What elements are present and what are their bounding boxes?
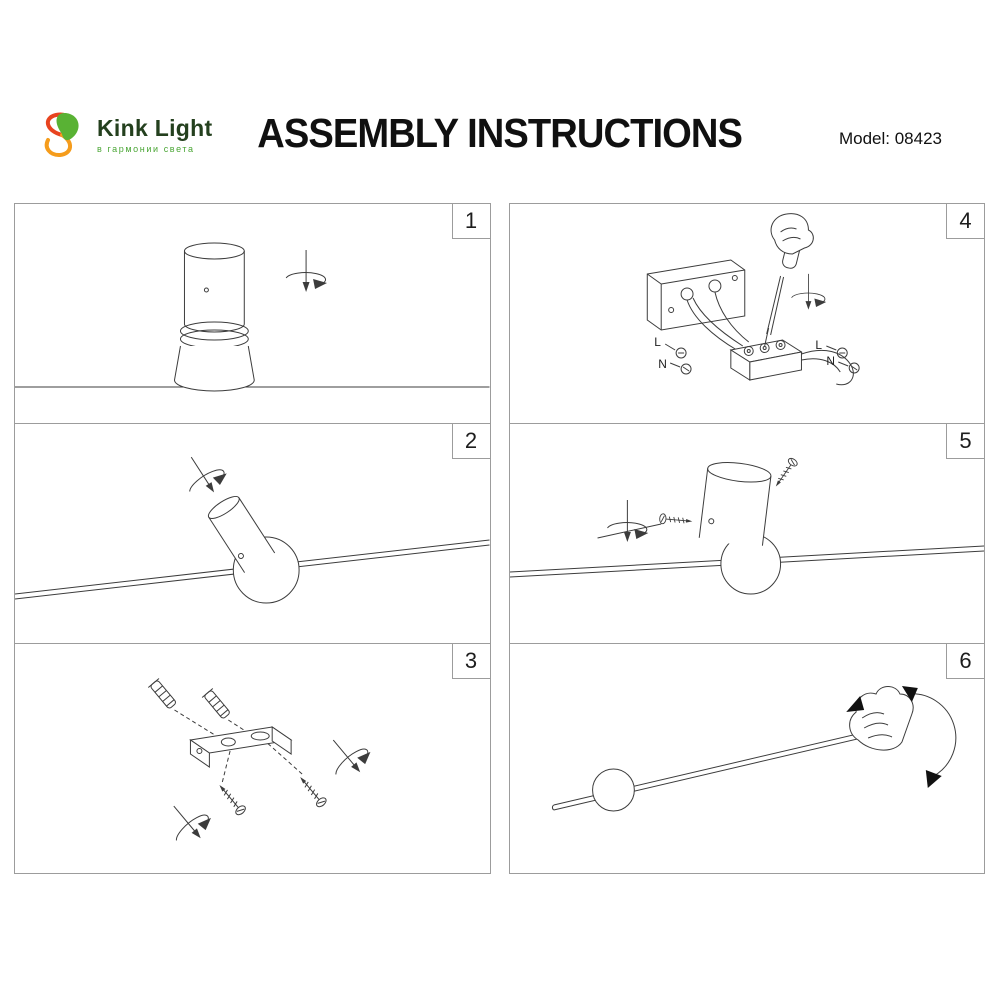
screw-icon (770, 456, 799, 490)
rotation-arrow-icon (174, 445, 233, 504)
step-number-4: 4 (946, 204, 984, 239)
page-title: ASSEMBLY INSTRUCTIONS (257, 110, 744, 156)
hand-icon (770, 213, 814, 255)
label-right-l: L (815, 338, 822, 352)
brand-logo-icon (44, 112, 79, 157)
step-panel-6: 6 (508, 643, 985, 874)
lamp-head (173, 242, 255, 392)
screwdriver-icon (763, 237, 801, 347)
brand-name: Kink Light (97, 115, 213, 141)
rotation-arrow-icon (790, 273, 827, 311)
step-number-3: 3 (451, 644, 490, 679)
hand-icon (848, 686, 914, 751)
step2-illustration (15, 445, 490, 604)
wall-anchor-icon (147, 677, 179, 711)
rotation-arrow-icon (285, 249, 328, 293)
brand-tagline: в гармонии света (97, 144, 195, 154)
sphere-joint (591, 768, 635, 812)
model-label: Model: 08423 (838, 129, 942, 148)
step-number-6: 6 (946, 644, 984, 679)
step-panel-2: 2 (14, 423, 491, 644)
label-right-n: N (826, 354, 835, 368)
label-left-n: N (658, 357, 667, 371)
rotation-arc-icon (845, 686, 956, 788)
column-left: 1 (14, 203, 491, 874)
step-number-1: 1 (451, 204, 490, 239)
terminal-block (729, 339, 803, 381)
step3-illustration (147, 677, 377, 852)
step-number-5: 5 (946, 424, 984, 459)
mounting-bracket (189, 726, 293, 768)
screw-icon (295, 772, 329, 809)
rotation-arrow-icon (317, 726, 377, 786)
step5-illustration (509, 456, 984, 595)
screw-icon (658, 513, 693, 527)
step-panel-1: 1 (14, 203, 491, 424)
step-panel-5: 5 (508, 423, 985, 644)
lamp-body (174, 445, 276, 575)
rotation-arrow-icon (606, 499, 649, 543)
step6-illustration (551, 686, 956, 812)
rotation-arrow-icon (158, 792, 218, 852)
brand-logo: Kink Light в гармонии света (36, 108, 212, 160)
column-right: L N L N 4 (508, 203, 985, 874)
wires (686, 291, 854, 386)
step-panel-4: L N L N 4 (508, 203, 985, 424)
header: Kink Light в гармонии света ASSEMBLY INS… (0, 0, 1000, 203)
instruction-grid: 1 (14, 203, 985, 874)
lamp-body (698, 462, 771, 548)
step1-illustration (15, 242, 490, 392)
step-panel-3: 3 (14, 643, 491, 874)
wiring-label-glyphs (664, 343, 860, 375)
wall-plate (646, 259, 745, 331)
label-left-l: L (654, 335, 661, 349)
step4-illustration: L N L N (646, 213, 860, 386)
screw-icon (214, 780, 248, 817)
brand-text: Kink Light в гармонии света (97, 115, 213, 155)
wall-anchor-icon (201, 687, 233, 721)
step-number-2: 2 (451, 424, 490, 459)
